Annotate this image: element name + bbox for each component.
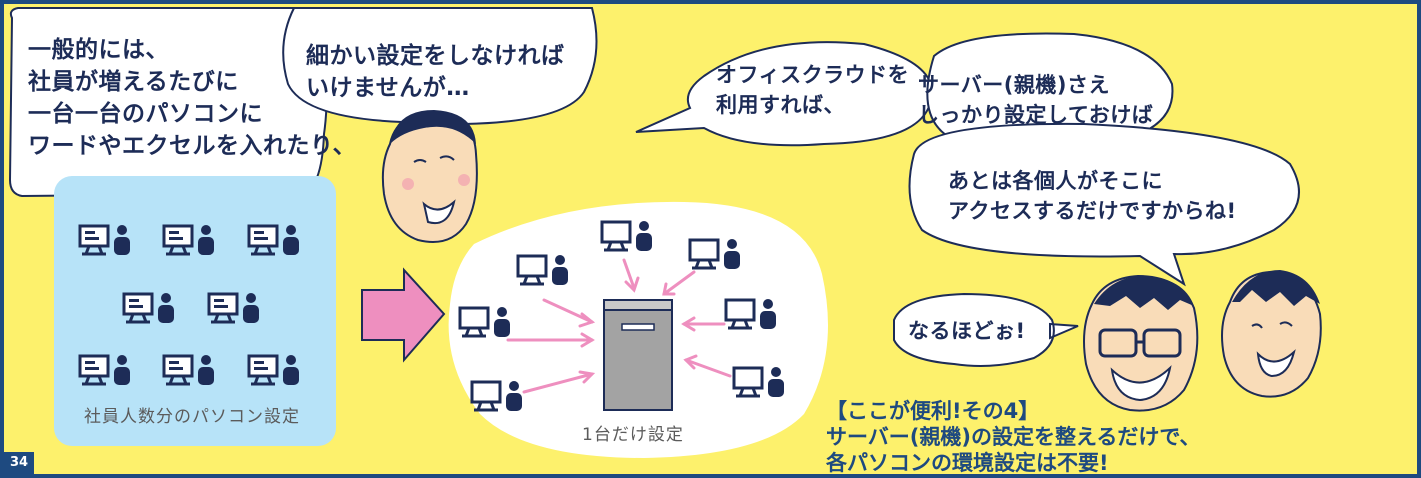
bubble-cloud-text: オフィスクラウドを 利用すれば、 [716,60,909,120]
bubble-cloud-line: 利用すれば、 [716,93,845,117]
label-left-caption: 社員人数分のパソコン設定 [84,407,300,427]
page-number: 34 [4,452,34,474]
benefit-caption-line: 【ここが便利!その4】 [826,399,1040,423]
illustration-layer [8,7,1322,459]
bubble-top-text: 細かい設定をしなければ いけませんが… [306,40,565,104]
bubble-server-text: サーバー(親機)さえ しっかり設定しておけば [918,70,1153,130]
bubble-top-line: 細かい設定をしなければ [306,43,565,69]
bubble-access-line: アクセスするだけですからね! [948,199,1237,223]
connection-arrows [506,258,732,394]
bubble-cloud-line: オフィスクラウドを [716,63,910,87]
man-face-center [381,110,478,243]
benefit-caption-line: サーバー(親機)の設定を整えるだけで、 [826,425,1201,449]
man-face-right [1221,270,1322,398]
bubble-left-line: 一台一台のパソコンに [28,101,263,127]
bubble-server-line: サーバー(親機)さえ [918,73,1110,97]
label-right-caption: 1台だけ設定 [582,425,684,445]
bubble-top-line: いけませんが… [306,75,470,101]
bubble-access-text: あとは各個人がそこに アクセスするだけですからね! [948,166,1237,226]
bubble-left-line: ワードやエクセルを入れたり、 [28,133,357,159]
bubble-access-line: あとは各個人がそこに [948,169,1163,193]
bubble-left-line: 一般的には、 [28,37,169,63]
bubble-left-text: 一般的には、 社員が増えるたびに 一台一台のパソコンに ワードやエクセルを入れた… [28,34,356,162]
speech-bubble-cloud [635,41,933,147]
bubble-naruhodo-text: なるほどぉ! [908,319,1026,343]
speech-bubble-access [908,122,1300,287]
man-face-glasses [1083,274,1199,412]
server-icon [603,299,673,411]
bubble-left-line: 社員が増えるたびに [28,69,239,95]
big-arrow-icon [361,267,446,363]
speech-bubble-naruhodo [893,292,1079,367]
bubble-server-line: しっかり設定しておけば [918,103,1154,127]
benefit-caption: 【ここが便利!その4】 サーバー(親機)の設定を整えるだけで、 各パソコンの環境… [826,398,1201,475]
benefit-caption-line: 各パソコンの環境設定は不要! [826,451,1109,475]
